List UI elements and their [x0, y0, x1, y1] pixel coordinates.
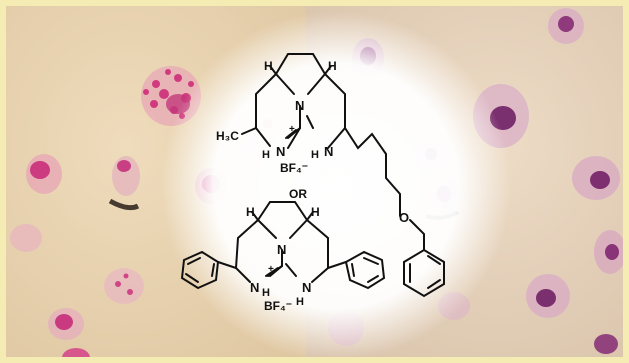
right-ring-top	[306, 73, 346, 149]
left-ring-top	[255, 73, 301, 149]
nh-right-top: N	[324, 144, 333, 159]
molecule-bottom	[180, 201, 386, 290]
or-separator: OR	[289, 187, 307, 201]
ether-oxygen: O	[399, 210, 409, 225]
stereo-h-left-top: H	[264, 59, 273, 73]
h-sub-left-bottom: H	[262, 287, 270, 299]
n-center-top: N	[295, 98, 304, 113]
h-sub-left-top: H	[262, 149, 270, 161]
methyl-label: H₃C	[216, 129, 239, 143]
white-glow-backdrop	[161, 11, 511, 357]
figure-canvas: H H N + H₃C N H BF₄⁻ N H O OR H H N + N …	[6, 6, 623, 357]
h-sub-right-bottom: H	[296, 296, 304, 308]
benzyl-link	[409, 219, 425, 251]
stereo-h-right-bottom: H	[311, 205, 320, 219]
pentyl-chain	[344, 127, 401, 217]
right-ring-bottom	[285, 219, 329, 283]
phenyl-ring-left	[180, 250, 220, 290]
methyl-bond	[241, 127, 257, 135]
charge-top: +	[289, 124, 295, 135]
n-right-bottom: N	[302, 280, 311, 295]
pyrrolidine-ring-bottom	[257, 201, 308, 221]
phenyl-ring-right	[344, 250, 386, 290]
benzene-ring-top	[403, 248, 445, 298]
n-center-bottom: N	[277, 242, 286, 257]
counterion-bottom: BF₄⁻	[264, 299, 292, 313]
pyrrolidine-ring-top	[275, 53, 326, 75]
molecule-top	[241, 53, 445, 298]
stereo-h-left-bottom: H	[246, 205, 255, 219]
n-left-bottom: N	[250, 280, 259, 295]
counterion-top: BF₄⁻	[280, 161, 308, 175]
h-sub-right-top: H	[311, 149, 319, 161]
charge-bottom: +	[268, 264, 274, 275]
stereo-h-right-top: H	[328, 59, 337, 73]
nh-left-top: N	[276, 144, 285, 159]
